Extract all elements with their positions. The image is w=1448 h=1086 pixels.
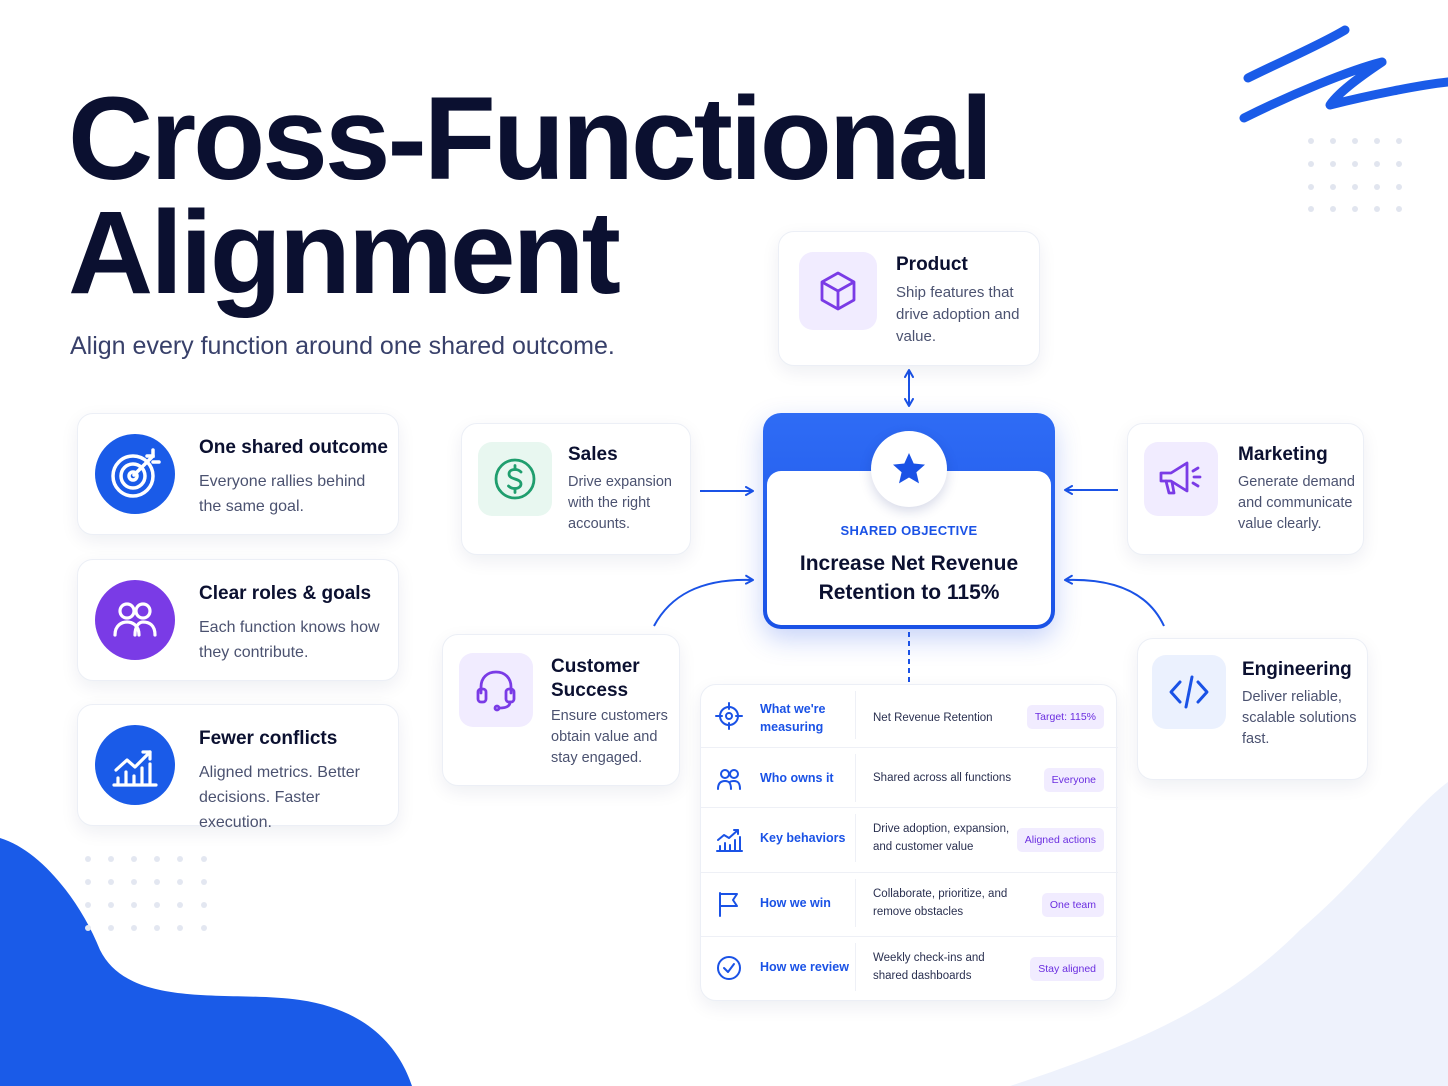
row-divider xyxy=(855,754,856,802)
function-card-customer-success: Customer Success Ensure customers obtain… xyxy=(442,634,680,786)
table-row-tag: Aligned actions xyxy=(1016,828,1104,852)
people-icon xyxy=(95,580,175,660)
page-subtitle: Align every function around one shared o… xyxy=(70,332,615,360)
page-title: Cross-Functional Alignment xyxy=(68,73,993,319)
table-row-key: What we're measuring xyxy=(760,702,826,734)
table-row-value: Weekly check-ins and shared dashboards xyxy=(873,952,985,982)
table-row: How we review Weekly check-ins and share… xyxy=(701,936,1118,996)
row-divider xyxy=(855,879,856,927)
bottom-left-blob xyxy=(0,838,412,1086)
function-card-engineering: Engineering Deliver reliable, scalable s… xyxy=(1137,638,1368,780)
headset-icon xyxy=(459,653,533,727)
benefit-text: Everyone rallies behind the same goal. xyxy=(199,473,366,515)
function-title: Marketing xyxy=(1238,444,1328,465)
table-row: How we win Collaborate, prioritize, and … xyxy=(701,872,1118,932)
page-title-line2: Alignment xyxy=(68,187,621,319)
bottom-right-blob xyxy=(1010,782,1448,1086)
table-row-value: Collaborate, prioritize, and remove obst… xyxy=(873,888,1008,918)
table-row-key: How we review xyxy=(760,960,849,974)
dollar-icon xyxy=(478,442,552,516)
target-icon xyxy=(95,434,175,514)
benefit-card-shared-outcome: One shared outcome Everyone rallies behi… xyxy=(77,413,399,535)
row-divider xyxy=(855,691,856,739)
function-text: Ship features that drive adoption and va… xyxy=(896,284,1020,345)
growth-chart-icon xyxy=(95,725,175,805)
benefit-text: Each function knows how they contribute. xyxy=(199,619,380,661)
table-row: What we're measuring Net Revenue Retenti… xyxy=(701,685,1118,745)
dot-grid-top-right xyxy=(1308,138,1402,212)
function-title: Product xyxy=(896,254,968,275)
benefit-card-fewer-conflicts: Fewer conflicts Aligned metrics. Better … xyxy=(77,704,399,831)
code-icon xyxy=(1152,655,1226,729)
alignment-details-table: What we're measuring Net Revenue Retenti… xyxy=(700,684,1118,1001)
table-row-tag: Target: 115% xyxy=(1026,705,1104,729)
benefit-text: Aligned metrics. Better decisions. Faste… xyxy=(199,764,360,831)
connector-lines xyxy=(653,369,1165,684)
function-title: Customer Success xyxy=(551,656,640,701)
page-title-line1: Cross-Functional xyxy=(68,73,993,205)
megaphone-icon xyxy=(1144,442,1218,516)
shared-objective-label: SHARED OBJECTIVE xyxy=(840,523,978,538)
customer-success-connector xyxy=(653,574,754,627)
function-text: Deliver reliable, scalable solutions fas… xyxy=(1242,689,1357,747)
table-row-key: Key behaviors xyxy=(760,831,846,845)
people-icon xyxy=(717,769,741,790)
table-row-value: Net Revenue Retention xyxy=(873,712,993,724)
function-card-marketing: Marketing Generate demand and communicat… xyxy=(1127,423,1364,555)
function-text: Ensure customers obtain value and stay e… xyxy=(551,708,668,766)
table-row: Key behaviors Drive adoption, expansion,… xyxy=(701,807,1118,867)
table-row-tag: Stay aligned xyxy=(1030,957,1104,981)
table-row-tag: Everyone xyxy=(1043,768,1104,792)
function-text: Drive expansion with the right accounts. xyxy=(568,474,672,532)
benefit-title: Clear roles & goals xyxy=(199,583,372,604)
table-row-value: Shared across all functions xyxy=(873,772,1012,784)
table-row: Who owns it Shared across all functions … xyxy=(701,747,1118,807)
table-row-value: Drive adoption, expansion, and customer … xyxy=(873,823,1010,853)
scribble-decoration xyxy=(1239,25,1448,123)
benefit-title: Fewer conflicts xyxy=(199,728,338,749)
row-divider xyxy=(855,943,856,991)
dot-grid-bottom-left xyxy=(85,856,207,931)
engineering-connector xyxy=(1064,574,1165,627)
star-icon xyxy=(871,431,947,507)
function-text: Generate demand and communicate value cl… xyxy=(1238,474,1355,532)
crosshair-icon xyxy=(715,702,743,730)
benefit-title: One shared outcome xyxy=(199,437,388,458)
check-circle-icon xyxy=(717,956,741,980)
cube-icon xyxy=(799,252,877,330)
function-card-sales: Sales Drive expansion with the right acc… xyxy=(461,423,691,555)
function-title: Engineering xyxy=(1242,659,1352,680)
flag-icon xyxy=(719,892,738,917)
function-card-product: Product Ship features that drive adoptio… xyxy=(778,231,1040,366)
function-title: Sales xyxy=(568,444,618,465)
row-divider xyxy=(855,814,856,862)
table-row-key: Who owns it xyxy=(760,771,834,785)
growth-chart-icon xyxy=(716,829,743,852)
table-row-tag: One team xyxy=(1041,893,1104,917)
benefit-card-clear-roles: Clear roles & goals Each function knows … xyxy=(77,559,399,681)
shared-objective-card: SHARED OBJECTIVE Increase Net Revenue Re… xyxy=(763,413,1055,629)
shared-objective-value: Increase Net Revenue Retention to 115% xyxy=(799,552,1019,604)
table-row-key: How we win xyxy=(760,896,831,910)
